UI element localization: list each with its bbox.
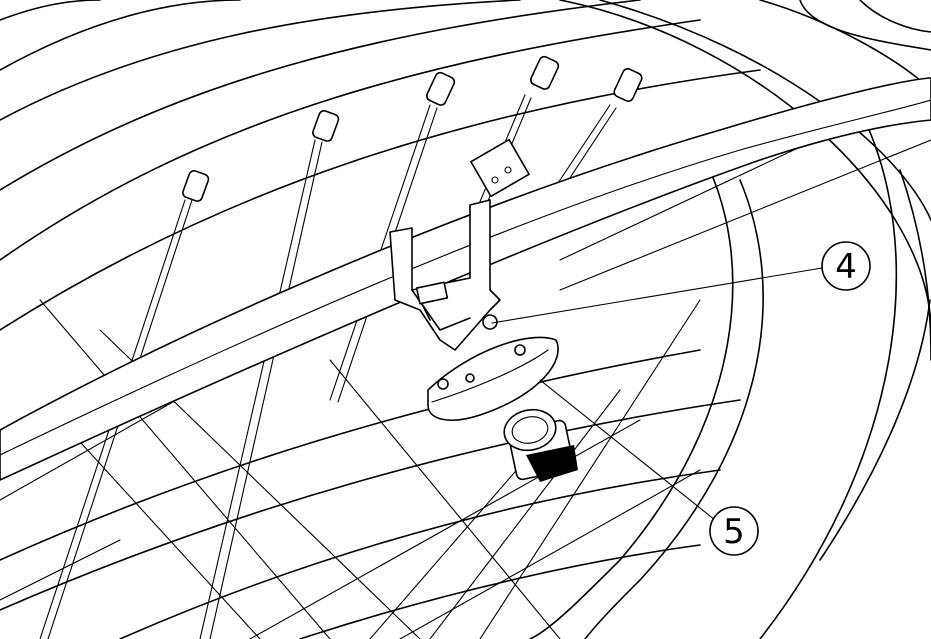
- callout-4: 4: [821, 241, 871, 291]
- sensor-bracket: [389, 138, 530, 351]
- callout-circle: [821, 241, 871, 291]
- magnet-plug: [503, 408, 578, 482]
- frame-tube: [0, 77, 931, 481]
- callout-label: 4: [835, 247, 857, 287]
- spoke-nipples: [182, 55, 643, 202]
- callout-circle: [709, 506, 759, 556]
- callout-label: 5: [723, 512, 745, 552]
- callout-5: 5: [709, 506, 759, 556]
- callout-leaders: [491, 267, 823, 521]
- sensor-housing: [427, 336, 559, 421]
